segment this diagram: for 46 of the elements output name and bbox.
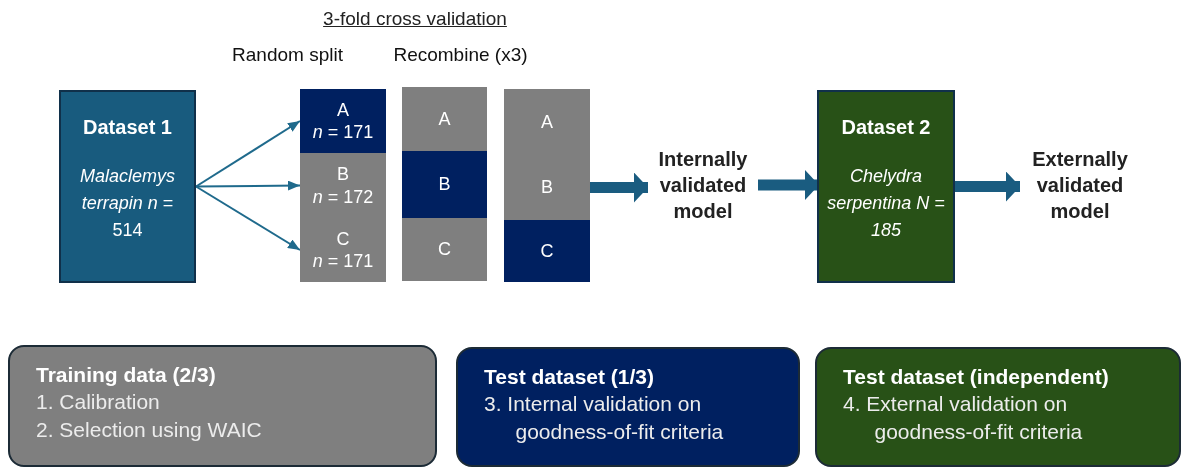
dataset-title: Dataset 1 [83, 116, 172, 139]
column-label: Recombine (x3) [392, 44, 529, 66]
fold-segment [402, 218, 487, 281]
legend-panel [456, 347, 800, 467]
fold-letter: B [336, 163, 350, 186]
dataset-box [817, 90, 955, 283]
fold-segment [504, 220, 590, 282]
fold-letter: A [437, 107, 452, 131]
fold-letter: C [335, 227, 351, 250]
sample-size: n = 172 [311, 185, 375, 208]
sample-size: n = 171 [311, 250, 375, 273]
fold-letter: C [437, 238, 452, 261]
arrow [195, 185, 301, 251]
legend-panel [815, 347, 1181, 467]
dataset-box [59, 90, 196, 283]
block-arrow [758, 170, 819, 200]
fold-segment [402, 87, 487, 151]
fold-segment [300, 218, 386, 282]
step-text: 1. Calibration [36, 389, 161, 416]
arrow [195, 180, 301, 191]
dataset-title: Dataset 2 [841, 116, 931, 139]
fold-segment [504, 89, 590, 155]
sample-size: n = 171 [311, 121, 375, 144]
legend-panel [8, 345, 437, 467]
fold-letter: B [437, 173, 452, 196]
step-text: 4. External validation on goodness-of-fit criteria [843, 391, 1084, 445]
fold-letter: A [336, 98, 350, 121]
section-heading: 3-fold cross validation [322, 8, 508, 30]
model-label: Internally validated model [657, 147, 749, 224]
arrow [195, 120, 301, 188]
species-sample-size: Malaclemys terrapin n = 514 [79, 165, 176, 242]
model-label: Externally validated model [1031, 147, 1129, 224]
fold-segment [402, 151, 487, 218]
panel-heading: Training data (2/3) [36, 362, 217, 388]
fold-segment [300, 153, 386, 218]
fold-segment [504, 155, 590, 220]
fold-segment [300, 89, 386, 153]
panel-heading: Test dataset (1/3) [484, 364, 655, 390]
fold-letter: A [540, 110, 554, 134]
column-label: Random split [231, 44, 344, 66]
fold-letter: B [540, 176, 554, 199]
step-text: 2. Selection using WAIC [36, 416, 263, 443]
step-text: 3. Internal validation on goodness-of-fit criteria [484, 391, 725, 445]
fold-letter: C [539, 239, 555, 263]
panel-heading: Test dataset (independent) [843, 364, 1110, 390]
species-sample-size: Chelydra serpentina N = 185 [826, 165, 946, 242]
